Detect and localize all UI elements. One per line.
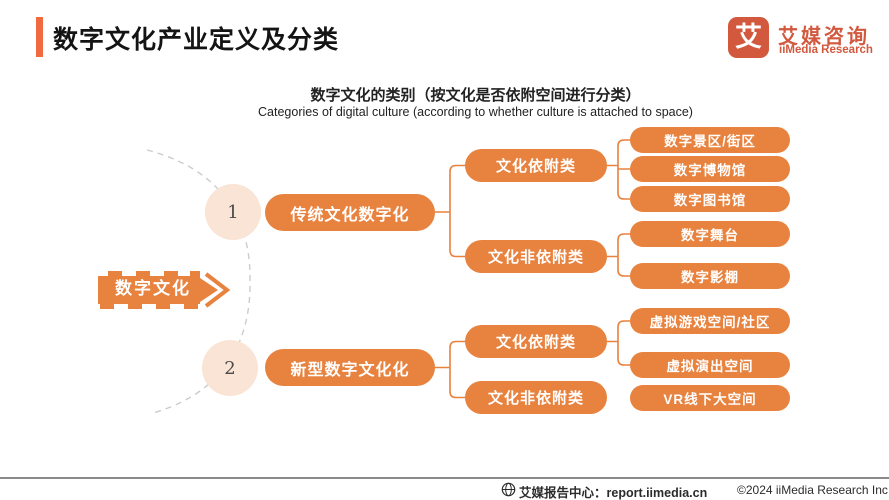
branch-number-1-text: 1 <box>227 201 239 223</box>
chart-subtitle-cn: 数字文化的类别（按文化是否依附空间进行分类） <box>310 87 641 104</box>
leaf-digital-studio: 数字影棚 <box>630 263 790 289</box>
node-b2-culture-attached: 文化依附类 <box>465 325 607 358</box>
node-new-digital-culturalization: 新型数字文化化 <box>265 349 435 386</box>
root-node-label: 数字文化 <box>115 279 191 298</box>
node-b1-culture-non-attached: 文化非依附类 <box>465 240 607 273</box>
title-accent-bar <box>36 17 43 57</box>
branch-number-1: 1 <box>205 184 261 240</box>
footer-divider <box>0 477 889 479</box>
chart-subtitle-en: Categories of digital culture (according… <box>258 105 693 119</box>
iimedia-logo-icon: 艾 <box>728 17 769 58</box>
root-node-banner <box>98 271 231 309</box>
leaf-virtual-game-space: 虚拟游戏空间/社区 <box>630 308 790 334</box>
branch-number-2-text: 2 <box>224 357 236 379</box>
page-title: 数字文化产业定义及分类 <box>53 26 340 54</box>
node-traditional-culture-digitalization: 传统文化数字化 <box>265 194 435 231</box>
footer-copyright: ©2024 iiMedia Research Inc <box>737 483 888 497</box>
leaf-digital-scenic-area: 数字景区/街区 <box>630 127 790 153</box>
footer-report-center: 艾媒报告中心：report.iimedia.cn <box>519 486 708 500</box>
dashed-arc <box>146 149 251 414</box>
node-b1-culture-attached: 文化依附类 <box>465 149 607 182</box>
logo-name-en: iiMedia Research <box>779 44 873 56</box>
leaf-digital-library: 数字图书馆 <box>630 186 790 212</box>
logo-name-cn: 艾媒咨询 <box>778 26 870 48</box>
leaf-digital-stage: 数字舞台 <box>630 221 790 247</box>
node-b2-culture-non-attached: 文化非依附类 <box>465 381 607 414</box>
logo-glyph: 艾 <box>735 22 762 52</box>
leaf-virtual-performance-space: 虚拟演出空间 <box>630 352 790 378</box>
globe-icon <box>501 482 516 497</box>
leaf-vr-offline-space: VR线下大空间 <box>630 385 790 411</box>
leaf-digital-museum: 数字博物馆 <box>630 156 790 182</box>
branch-number-2: 2 <box>202 340 258 396</box>
